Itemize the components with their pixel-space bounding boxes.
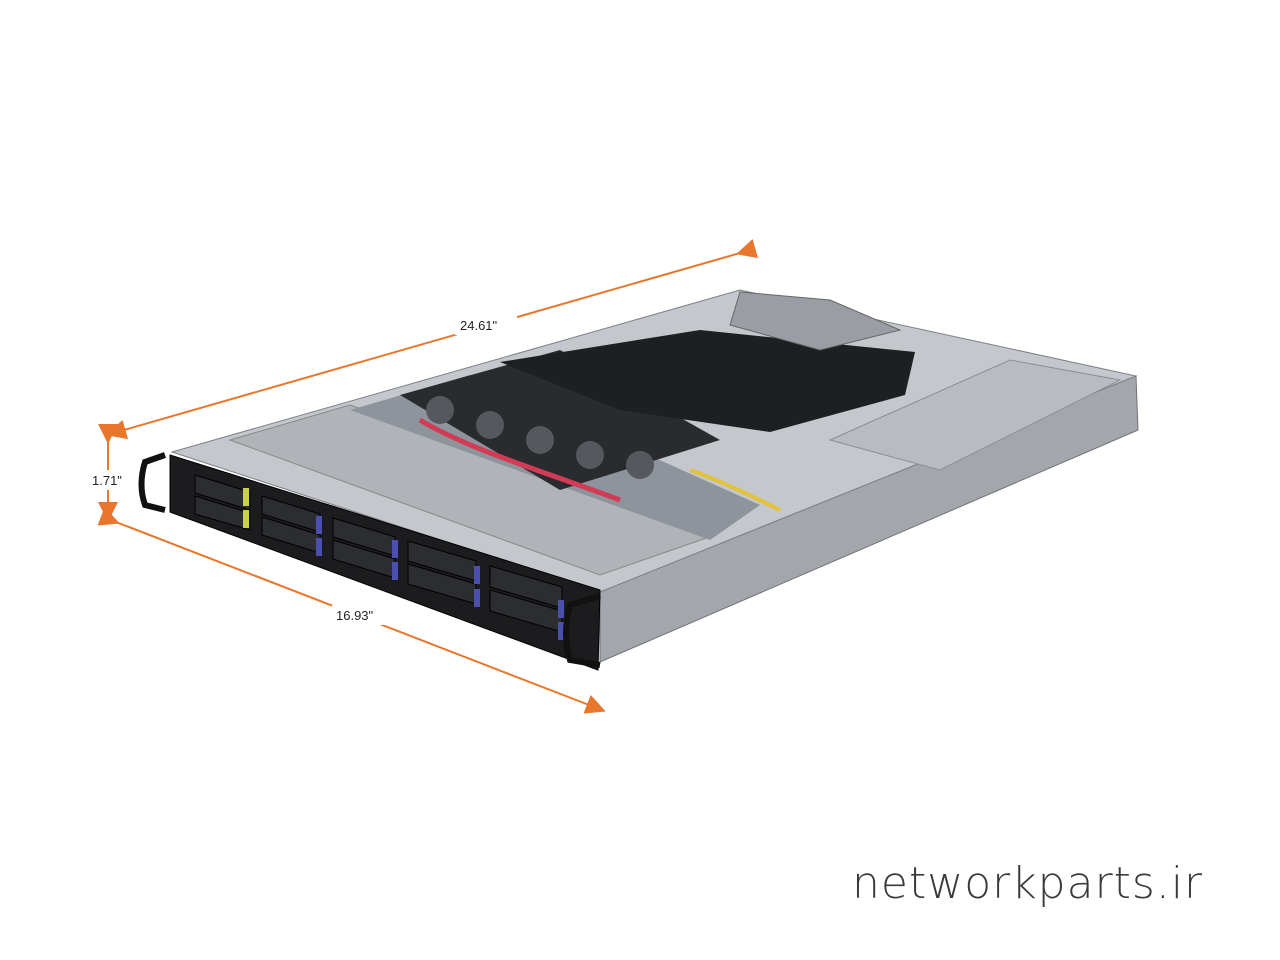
cables-yellow	[689, 468, 781, 512]
width-label: 16.93"	[336, 608, 374, 623]
depth-arrow	[106, 238, 759, 440]
watermark: networkparts.ir	[852, 858, 1204, 909]
power-supply	[828, 359, 1122, 471]
depth-label: 24.61"	[460, 318, 498, 333]
rack-handle-left	[138, 452, 166, 513]
height-label: 1.71"	[92, 473, 122, 488]
